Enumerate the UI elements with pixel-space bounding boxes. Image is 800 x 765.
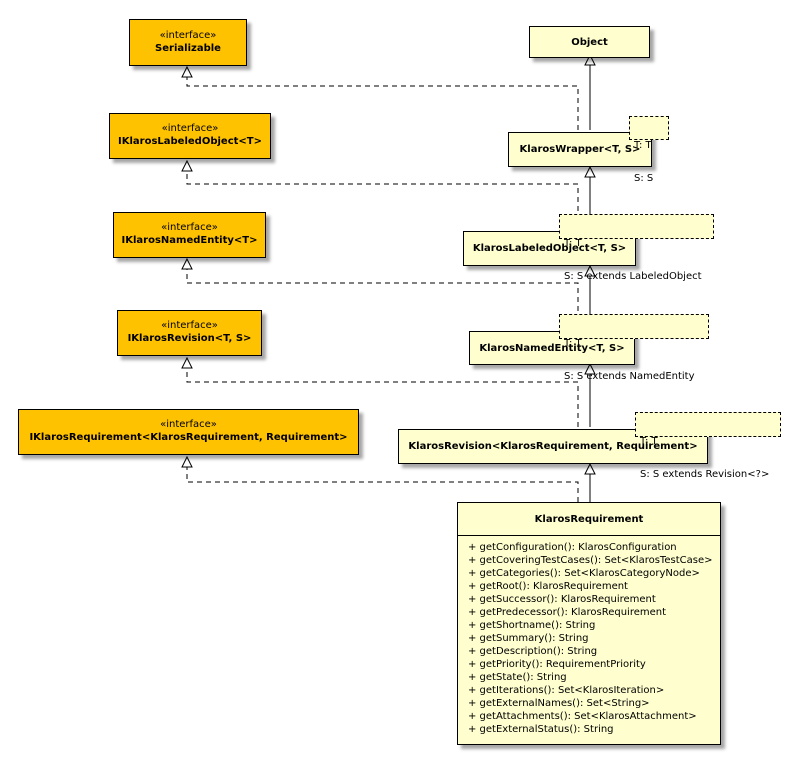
interface-iklaros-requirement[interactable]: «interface» IKlarosRequirement<KlarosReq… bbox=[18, 409, 359, 455]
generalization-arrow bbox=[584, 165, 596, 178]
member-method: + getPredecessor(): KlarosRequirement bbox=[468, 607, 667, 618]
stereotype-label: «interface» bbox=[161, 222, 218, 233]
generalization-arrow bbox=[584, 53, 596, 66]
type-parameters-wrapper: T: T S: S bbox=[629, 116, 669, 184]
stereotype-label: «interface» bbox=[160, 419, 217, 430]
member-method: + getExternalNames(): Set<String> bbox=[468, 698, 650, 709]
type-param: T: T bbox=[634, 140, 652, 151]
member-method: + getCategories(): Set<KlarosCategoryNod… bbox=[468, 568, 700, 579]
interface-name: Serializable bbox=[155, 43, 221, 54]
member-method: + getSuccessor(): KlarosRequirement bbox=[468, 594, 656, 605]
class-klaros-wrapper[interactable]: KlarosWrapper<T, S> bbox=[508, 132, 652, 167]
class-name: KlarosRevision<KlarosRequirement, Requir… bbox=[408, 441, 698, 452]
type-param: S: S extends NamedEntity bbox=[564, 371, 695, 382]
type-param: S: S extends LabeledObject bbox=[564, 271, 702, 282]
member-method: + getState(): String bbox=[468, 672, 567, 683]
implements-line-labeled bbox=[186, 171, 579, 229]
member-method: + getRoot(): KlarosRequirement bbox=[468, 581, 628, 592]
implements-line-revision bbox=[186, 368, 579, 427]
class-object[interactable]: Object bbox=[529, 26, 650, 58]
class-klaros-requirement[interactable]: KlarosRequirement + getConfiguration(): … bbox=[457, 502, 721, 745]
realization-arrow bbox=[181, 65, 193, 78]
member-list: + getConfiguration(): KlarosConfiguratio… bbox=[458, 536, 720, 736]
member-method: + getSummary(): String bbox=[468, 633, 589, 644]
generalization-arrow bbox=[584, 462, 596, 475]
class-name: KlarosWrapper<T, S> bbox=[519, 144, 641, 155]
type-param: S: S extends Revision<?> bbox=[640, 469, 770, 480]
generalization-arrow bbox=[584, 264, 596, 277]
class-name: KlarosRequirement bbox=[534, 513, 644, 525]
implements-line-serializable bbox=[186, 76, 579, 130]
class-name: KlarosLabeledObject<T, S> bbox=[472, 243, 627, 254]
type-param: T: T bbox=[640, 436, 658, 447]
realization-arrow bbox=[181, 257, 193, 270]
member-method: + getExternalStatus(): String bbox=[468, 724, 614, 735]
interface-iklaros-revision[interactable]: «interface» IKlarosRevision<T, S> bbox=[117, 310, 262, 356]
class-name: KlarosNamedEntity<T, S> bbox=[479, 342, 625, 354]
interface-name: IKlarosRequirement<KlarosRequirement, Re… bbox=[29, 432, 348, 443]
interface-name: IKlarosLabeledObject<T> bbox=[118, 136, 262, 147]
type-parameters-named: T: T S: S extends NamedEntity bbox=[559, 314, 709, 382]
interface-serializable[interactable]: «interface» Serializable bbox=[129, 19, 247, 66]
type-param: S: S bbox=[634, 173, 654, 184]
realization-arrow bbox=[181, 455, 193, 468]
member-method: + getAttachments(): Set<KlarosAttachment… bbox=[468, 711, 697, 722]
implements-line-requirement bbox=[186, 467, 579, 502]
stereotype-label: «interface» bbox=[161, 123, 219, 134]
generalization-arrow bbox=[584, 362, 596, 375]
interface-iklaros-named-entity[interactable]: «interface» IKlarosNamedEntity<T> bbox=[113, 212, 266, 258]
stereotype-label: «interface» bbox=[159, 30, 217, 41]
member-method: + getCoveringTestCases(): Set<KlarosTest… bbox=[468, 555, 713, 566]
member-method: + getDescription(): String bbox=[468, 646, 598, 657]
class-klaros-revision[interactable]: KlarosRevision<KlarosRequirement, Requir… bbox=[398, 429, 708, 464]
class-header: KlarosRequirement bbox=[458, 503, 720, 536]
member-method: + getPriority(): RequirementPriority bbox=[468, 659, 646, 670]
stereotype-label: «interface» bbox=[161, 320, 218, 331]
realization-arrow bbox=[181, 159, 193, 172]
interface-iklaros-labeled-object[interactable]: «interface» IKlarosLabeledObject<T> bbox=[109, 113, 271, 159]
type-parameters-revision: T: T S: S extends Revision<?> bbox=[635, 412, 781, 480]
class-name: Object bbox=[571, 36, 608, 48]
member-method: + getShortname(): String bbox=[468, 620, 596, 631]
type-parameters-labeled: T: T S: S extends LabeledObject bbox=[559, 214, 714, 282]
realization-arrow bbox=[181, 356, 193, 369]
member-method: + getConfiguration(): KlarosConfiguratio… bbox=[468, 542, 677, 553]
type-param: T: T bbox=[564, 238, 582, 249]
type-param: T: T bbox=[564, 338, 582, 349]
member-method: + getIterations(): Set<KlarosIteration> bbox=[468, 685, 665, 696]
interface-name: IKlarosRevision<T, S> bbox=[127, 333, 252, 344]
implements-line-named bbox=[186, 269, 579, 329]
interface-name: IKlarosNamedEntity<T> bbox=[121, 235, 258, 246]
